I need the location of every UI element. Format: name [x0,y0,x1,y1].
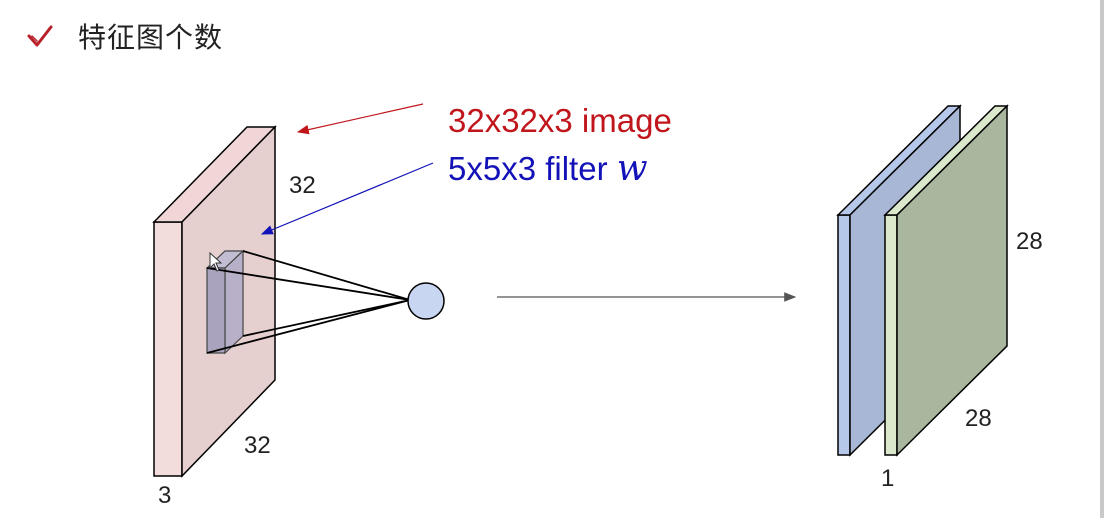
input-height-label: 32 [289,172,316,199]
filter-symbol: w [616,148,648,189]
image-caption: 32x32x3 image [448,102,672,139]
output-feature-map-2 [883,104,1009,457]
slide-header: 特征图个数 [26,14,223,58]
input-volume-front [153,221,183,477]
output-height-label: 28 [1016,228,1043,255]
filter-caption: 5x5x3 filter w [448,148,648,189]
output-depth-label: 1 [881,465,895,492]
window-edge [1100,0,1104,518]
slide-title: 特征图个数 [78,21,224,54]
input-depth-label: 3 [158,482,172,509]
receptive-field-lines [206,250,411,354]
output-neuron [407,282,445,320]
filter-caption-text: 5x5x3 filter [448,150,608,187]
output-width-label: 28 [965,405,992,432]
input-width-label: 32 [244,432,271,459]
filter-pointer-arrow [260,162,434,235]
check-icon [27,25,53,47]
cursor-icon [209,251,223,272]
image-pointer-arrow [296,103,424,135]
